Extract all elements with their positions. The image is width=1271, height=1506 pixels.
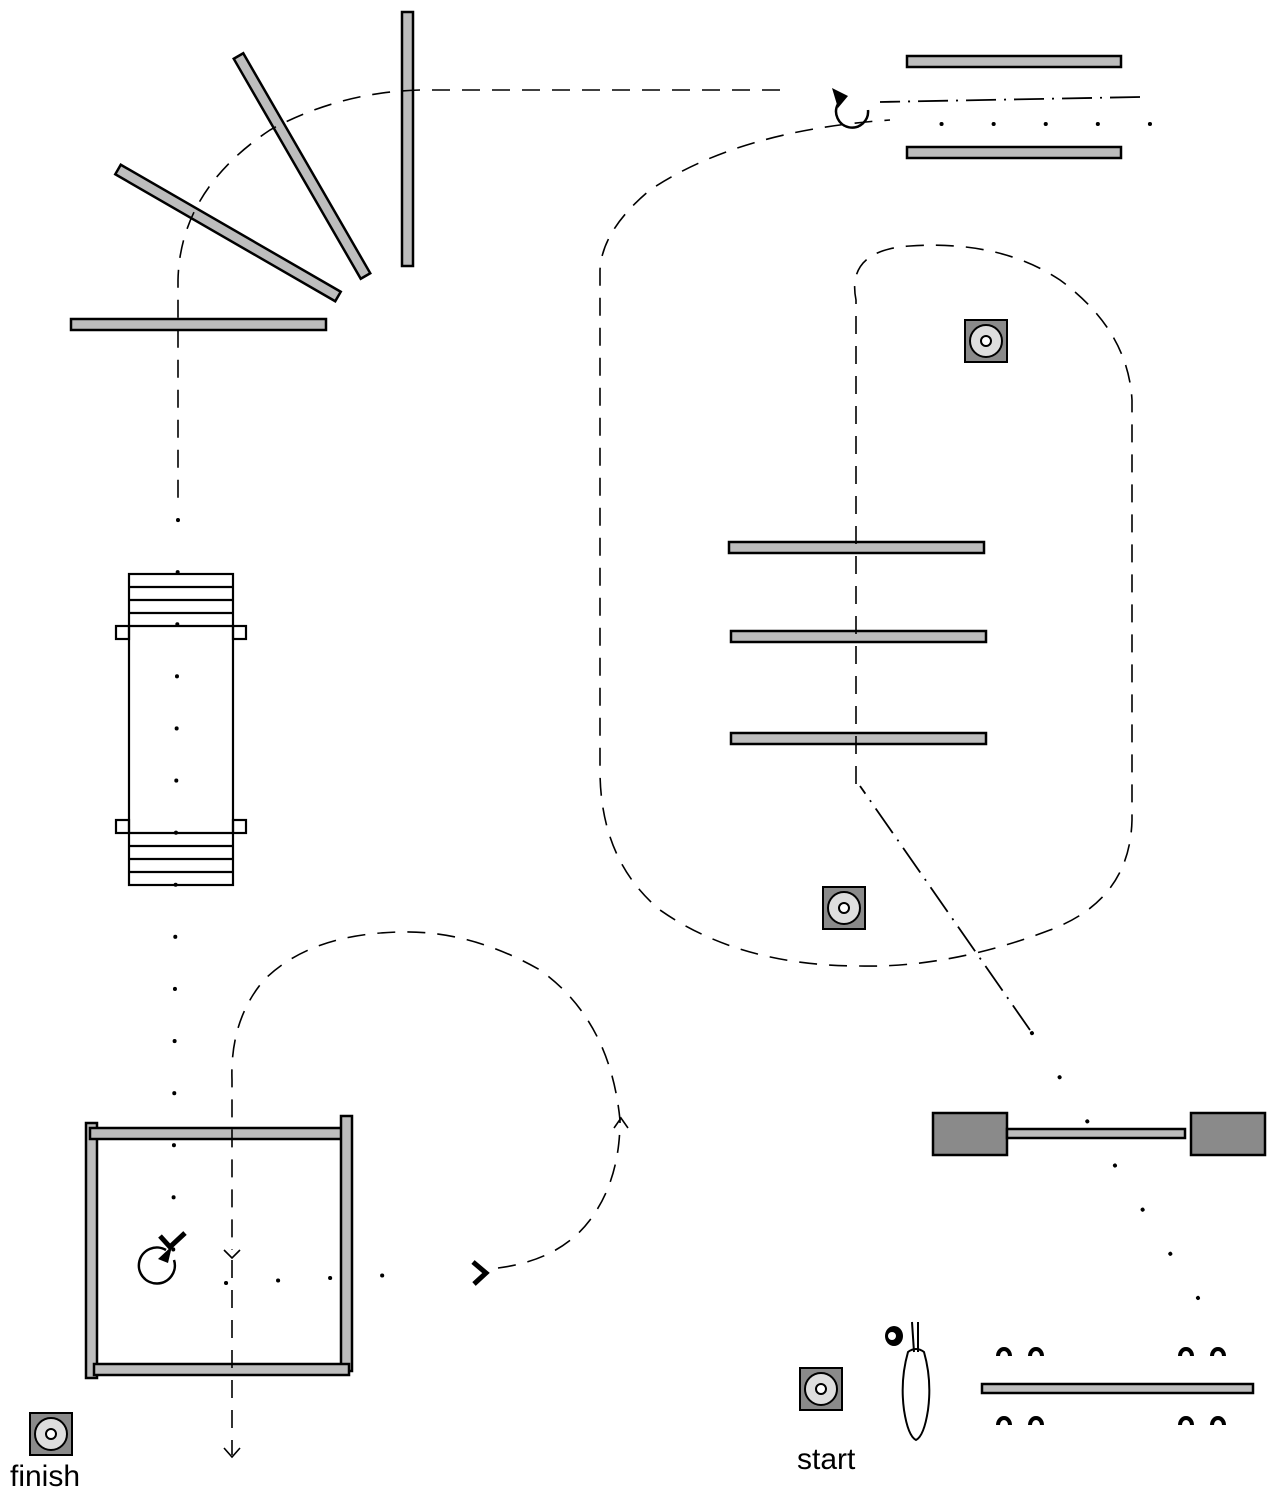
turn-arrow-icon <box>832 88 870 129</box>
start-ground-pole <box>980 1382 1255 1395</box>
route-turn-line <box>879 96 1141 103</box>
start-label: start <box>797 1443 856 1476</box>
square-pole-top <box>88 1126 347 1141</box>
route-inner-loop <box>599 119 1133 967</box>
finish-label: finish <box>10 1460 81 1493</box>
fan-pole-vertical <box>400 10 415 268</box>
route-big-loop <box>231 931 621 1269</box>
bridge-tab-bl <box>114 818 131 835</box>
ground-pole-2 <box>729 629 988 644</box>
bridge-tab-br <box>231 818 248 835</box>
square-pole-right <box>339 1114 354 1373</box>
square-pole-bottom <box>92 1362 351 1377</box>
fan-pole-30 <box>113 163 343 303</box>
ground-poles-middle <box>727 540 988 746</box>
horse-icon <box>885 1321 931 1442</box>
gate-obstacle <box>931 1111 1267 1157</box>
square-pole-left <box>84 1121 99 1380</box>
bridge-body <box>127 572 235 887</box>
gate-block-left <box>931 1111 1009 1157</box>
start-cone-marker-icon <box>799 1367 843 1411</box>
fan-pole-horizontal <box>69 317 328 332</box>
fan-poles <box>69 10 415 332</box>
route-to-loop <box>859 785 1031 1031</box>
fan-pole-60 <box>232 51 372 281</box>
route-bridge-dots <box>171 518 180 1292</box>
start-pole <box>980 1347 1255 1426</box>
pole-top-lower <box>905 145 1123 160</box>
direction-arrow-icon <box>471 1260 490 1286</box>
route-square-dots <box>224 1271 436 1285</box>
finish-cone-marker-icon <box>29 1412 73 1456</box>
route-start-dots <box>1028 1028 1200 1300</box>
gate-pole <box>1005 1127 1187 1140</box>
bridge-obstacle <box>114 572 248 887</box>
route-top-dash <box>177 89 780 500</box>
hoof-prints <box>996 1347 1226 1426</box>
pole-square <box>84 1114 354 1380</box>
bridge-tab-tr <box>231 624 248 641</box>
cone-marker-icon <box>964 319 1008 363</box>
ground-pole-3 <box>729 731 988 746</box>
route <box>171 89 1200 1459</box>
bridge-tab-tl <box>114 624 131 641</box>
pole-top-upper <box>905 54 1123 69</box>
parallel-poles-top <box>905 54 1123 160</box>
turn-arrow-icon <box>137 1231 187 1285</box>
cone-marker-icon <box>822 886 866 930</box>
gate-block-right <box>1189 1111 1267 1157</box>
